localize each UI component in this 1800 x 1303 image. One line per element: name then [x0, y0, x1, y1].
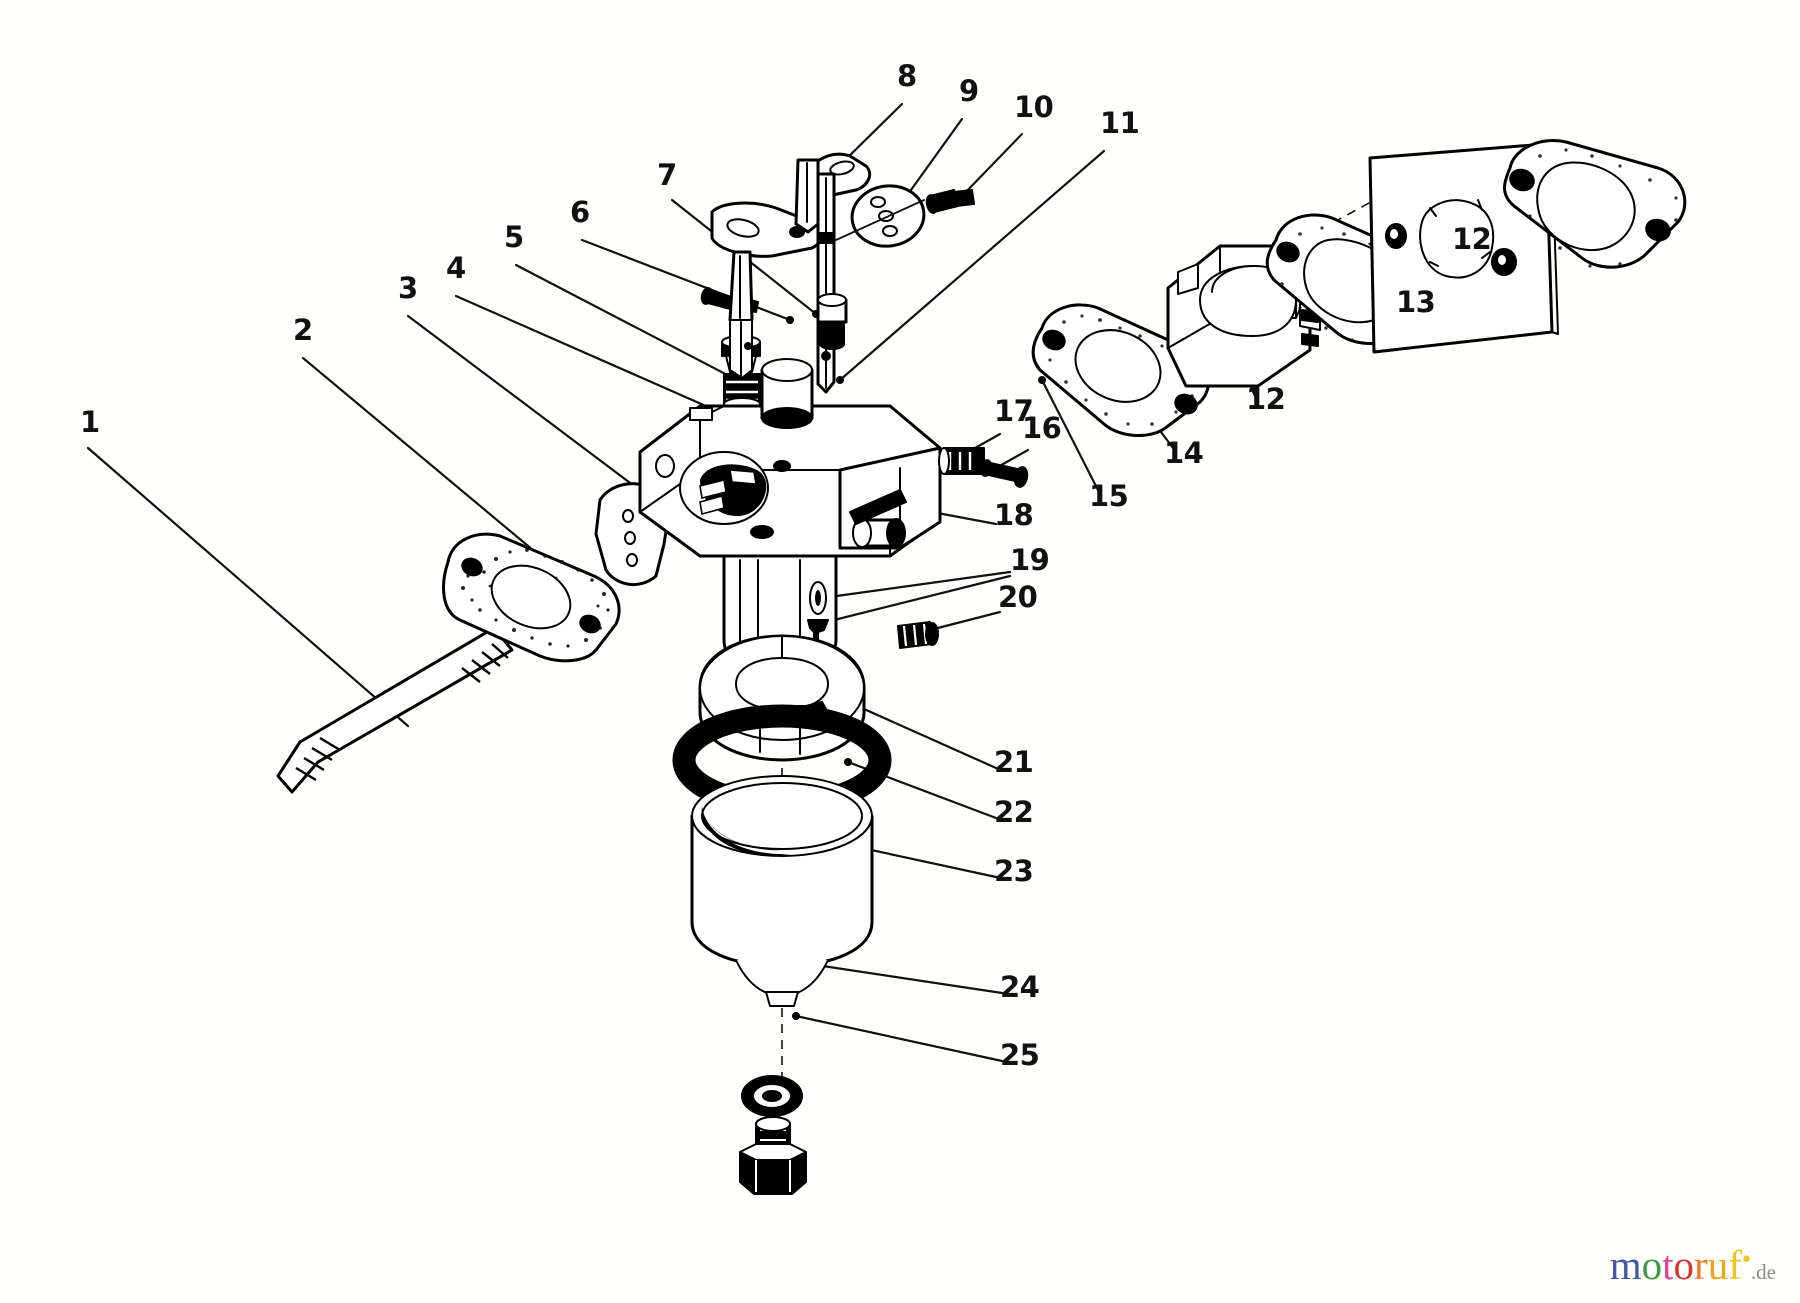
wm-letter-o2: o: [1673, 1242, 1695, 1288]
part-18-float-pin: [849, 489, 907, 525]
wm-suffix: .de: [1750, 1260, 1776, 1284]
part-8-choke-shaft-lever: [794, 152, 872, 394]
callout-19: 19: [1010, 543, 1049, 577]
callout-18: 18: [994, 498, 1033, 532]
callout-7: 7: [657, 158, 677, 192]
wm-letter-u: u: [1707, 1242, 1729, 1288]
callout-numbers: 1 2 3 4 5 6 7 8 9 10 11 12 13 12 14 15 1…: [80, 59, 1492, 1072]
callout-17: 17: [994, 394, 1033, 428]
callout-15: 15: [1089, 479, 1128, 513]
part-20-main-jet: [897, 621, 939, 649]
callout-5: 5: [504, 220, 524, 254]
part-16-mounting-screw: [979, 459, 1029, 488]
part-15-intake-manifold-gasket: [1031, 303, 1211, 438]
wm-letter-f: f: [1728, 1242, 1742, 1288]
part-12a-intake-gasket-upper: [1503, 139, 1687, 269]
callout-4: 4: [446, 251, 466, 285]
callout-14: 14: [1164, 436, 1203, 470]
part-21-float: [698, 634, 866, 762]
callout-12-upper: 12: [1452, 222, 1491, 256]
carburetor-body: [638, 358, 942, 680]
callout-1: 1: [80, 405, 100, 439]
callout-22: 22: [994, 795, 1033, 829]
callout-3: 3: [398, 271, 418, 305]
callout-6: 6: [570, 195, 590, 229]
callout-11: 11: [1100, 106, 1139, 140]
callout-8: 8: [897, 59, 917, 93]
callout-9: 9: [959, 74, 979, 108]
callout-12-lower: 12: [1246, 382, 1285, 416]
callout-10: 10: [1014, 90, 1053, 124]
callout-16: 16: [1022, 411, 1061, 445]
part-9-choke-plate: [835, 184, 926, 248]
wm-letter-o1: o: [1641, 1242, 1663, 1288]
part-7-throttle-lever: [710, 201, 824, 379]
part-23-float-bowl: [690, 775, 874, 1007]
motoruf-watermark: motoruf●.de: [1610, 1241, 1776, 1289]
part-10-choke-plate-screw: [925, 189, 975, 214]
wm-letter-r: r: [1694, 1242, 1708, 1288]
callout-24: 24: [1000, 970, 1039, 1004]
part-2-carburetor-gasket: [442, 532, 621, 663]
wm-letter-t: t: [1662, 1242, 1674, 1288]
callout-25: 25: [1000, 1038, 1039, 1072]
callout-13: 13: [1396, 285, 1435, 319]
part-11-throttle-shaft: [816, 293, 848, 350]
callout-23: 23: [994, 854, 1033, 888]
callout-20: 20: [998, 580, 1037, 614]
part-25-bowl-retaining-nut: [739, 1116, 807, 1195]
callout-21: 21: [994, 745, 1033, 779]
callout-2: 2: [293, 313, 313, 347]
part-24-bowl-nut-washer: [741, 1075, 803, 1117]
part-1-mounting-stud: [276, 626, 514, 794]
part-17-pilot-jet: [938, 447, 985, 475]
wm-letter-m: m: [1609, 1242, 1642, 1288]
wm-dot-icon: ●: [1741, 1251, 1751, 1267]
